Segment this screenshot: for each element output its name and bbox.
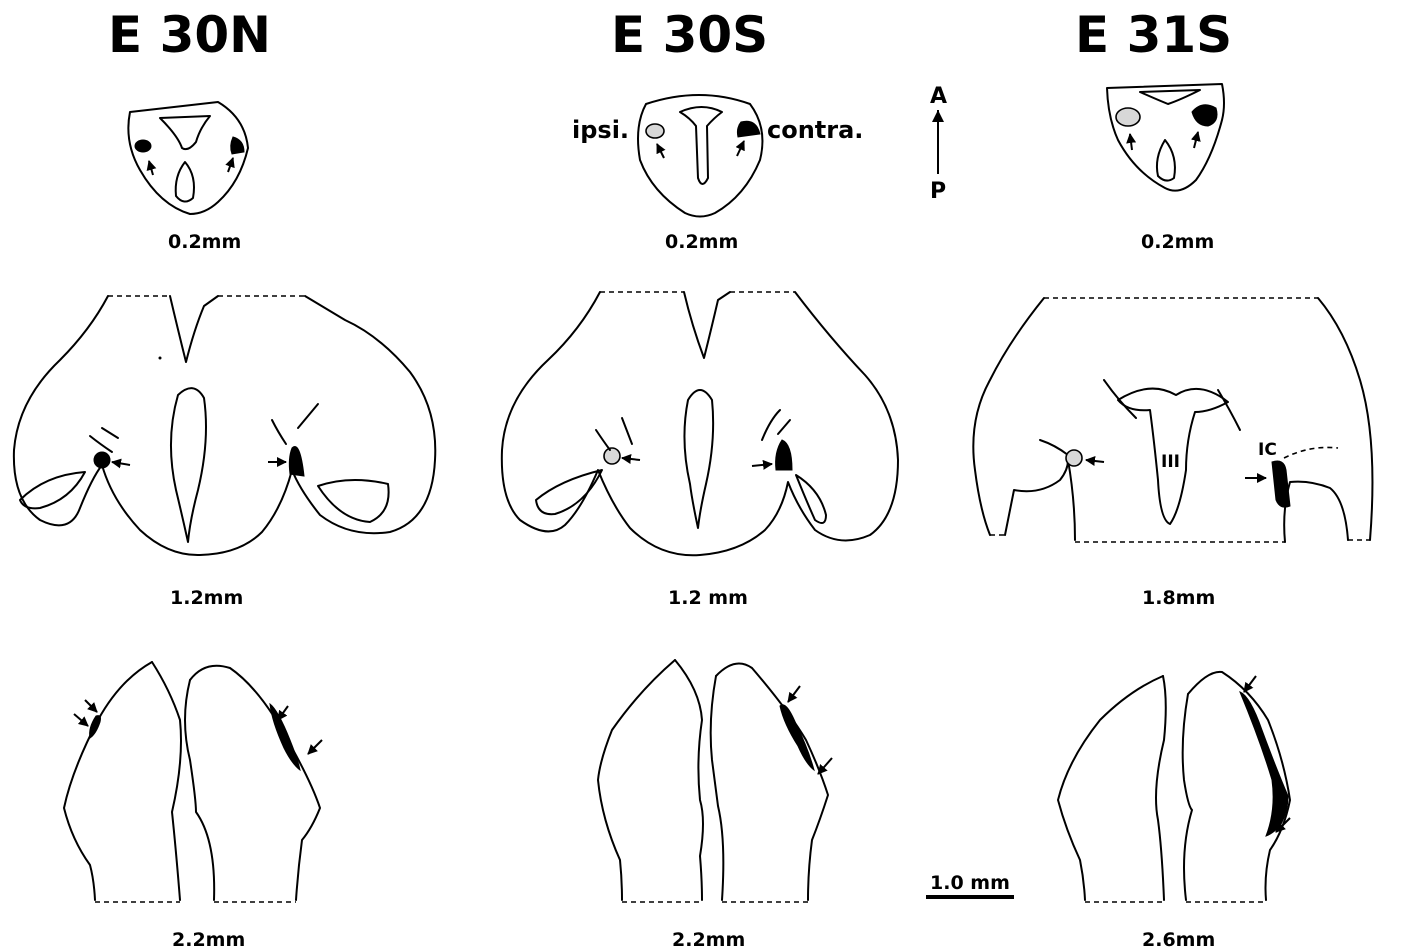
- section-e30n-middle: [14, 296, 435, 555]
- lesion-mark-icon: [776, 440, 792, 470]
- level-label-e31s-2: 1.8mm: [1142, 587, 1215, 609]
- section-e31s-bottom: [1058, 672, 1290, 902]
- pointer-arrow-icon: [1130, 134, 1132, 150]
- section-e30s-bottom: [598, 660, 832, 902]
- scale-bar: 1.0 mm: [926, 872, 1014, 897]
- section-e31s-top: [1107, 84, 1224, 191]
- ventricle-label: III: [1161, 452, 1180, 472]
- pointer-arrow-icon: [149, 161, 153, 175]
- lesion-mark-icon: [646, 124, 664, 138]
- orientation-arrow-icon: A P: [930, 84, 947, 204]
- lesion-mark-icon: [1192, 105, 1217, 126]
- pointer-arrow-icon: [657, 144, 664, 158]
- section-e30n-bottom: [64, 662, 322, 902]
- lesion-mark-icon: [135, 140, 151, 152]
- anterior-label: A: [930, 84, 947, 109]
- section-e30n-top: [128, 102, 248, 214]
- level-label-e31s-3: 2.6mm: [1142, 929, 1215, 951]
- lesion-mark-icon: [1116, 108, 1140, 126]
- level-label-e31s-1: 0.2mm: [1141, 231, 1214, 253]
- pointer-arrow-icon: [308, 740, 322, 754]
- pointer-arrow-icon: [818, 758, 832, 774]
- level-label-e30n-2: 1.2mm: [170, 587, 243, 609]
- column-title-1: E 30N: [108, 6, 271, 64]
- lesion-mark-icon: [231, 137, 244, 154]
- lesion-mark-icon: [270, 704, 300, 770]
- level-label-e30s-1: 0.2mm: [665, 231, 738, 253]
- pointer-arrow-icon: [1194, 132, 1198, 148]
- lesion-mark-icon: [780, 705, 814, 770]
- ipsi-label: ipsi.: [572, 116, 629, 144]
- pointer-arrow-icon: [788, 686, 800, 702]
- pointer-arrow-icon: [1086, 460, 1104, 462]
- section-e30s-middle: [502, 292, 898, 555]
- posterior-label: P: [930, 179, 946, 204]
- contra-label: contra.: [767, 116, 863, 144]
- level-label-e30s-3: 2.2mm: [672, 929, 745, 951]
- pointer-arrow-icon: [228, 158, 233, 172]
- lesion-mark-icon: [289, 447, 304, 476]
- section-e30s-top: [638, 95, 762, 217]
- pointer-arrow-icon: [622, 458, 640, 460]
- ic-label: IC: [1258, 440, 1277, 460]
- scale-bar-label: 1.0 mm: [930, 872, 1010, 894]
- pointer-arrow-icon: [112, 462, 130, 465]
- pointer-arrow-icon: [752, 464, 772, 466]
- lesion-mark-icon: [604, 448, 620, 464]
- level-label-e30n-1: 0.2mm: [168, 231, 241, 253]
- pointer-arrow-icon: [1244, 676, 1256, 692]
- level-label-e30n-3: 2.2mm: [172, 929, 245, 951]
- pointer-arrow-icon: [737, 141, 744, 156]
- pointer-arrow-icon: [74, 714, 88, 726]
- lesion-mark-icon: [94, 452, 110, 468]
- lesion-mark-icon: [90, 716, 101, 738]
- lesion-mark-icon: [1272, 461, 1290, 507]
- column-title-3: E 31S: [1075, 6, 1232, 64]
- lesion-mark-icon: [737, 121, 760, 137]
- section-e31s-middle: III IC: [973, 298, 1372, 542]
- column-title-2: E 30S: [611, 6, 768, 64]
- pointer-arrow-icon: [278, 706, 288, 720]
- pointer-arrow-icon: [85, 700, 97, 712]
- level-label-e30s-2: 1.2 mm: [668, 587, 748, 609]
- lesion-mark-icon: [1066, 450, 1082, 466]
